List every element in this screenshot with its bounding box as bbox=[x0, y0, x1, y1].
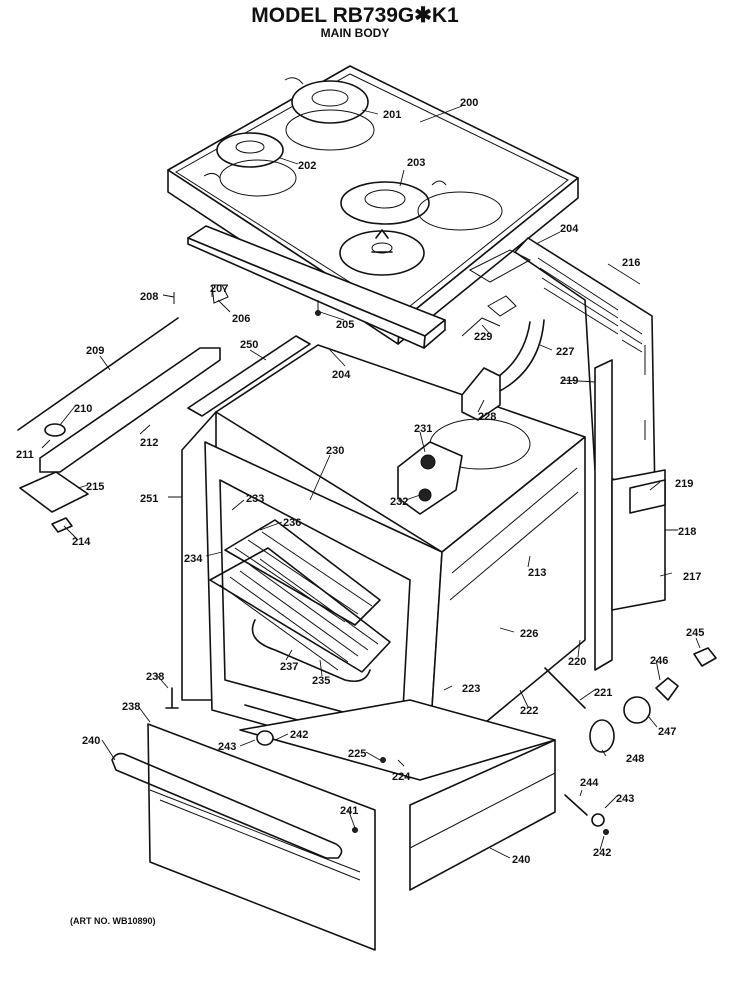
callout-218: 218 bbox=[678, 526, 696, 538]
right-hardware bbox=[165, 295, 717, 835]
callout-234: 234 bbox=[184, 553, 203, 565]
callout-labels: 200 201 202 203 204 204 205 206 207 208 … bbox=[16, 97, 704, 866]
callout-220: 220 bbox=[568, 656, 586, 668]
callout-211: 211 bbox=[16, 449, 34, 461]
model-title: MODEL RB739G✱K1 bbox=[251, 4, 459, 27]
oven-cavity bbox=[181, 319, 586, 771]
storage-drawer bbox=[111, 699, 556, 951]
callout-208: 208 bbox=[140, 291, 158, 303]
callout-242: 242 bbox=[593, 847, 611, 859]
cooktop-liner bbox=[187, 225, 446, 349]
callout-214: 214 bbox=[72, 536, 91, 548]
callout-240: 240 bbox=[512, 854, 530, 866]
callout-225: 225 bbox=[348, 748, 366, 760]
callout-232: 232 bbox=[390, 496, 408, 508]
callout-207: 207 bbox=[210, 283, 228, 295]
callout-248: 248 bbox=[626, 753, 644, 765]
callout-228: 228 bbox=[478, 411, 496, 423]
callout-205: 205 bbox=[336, 319, 354, 331]
callout-229: 229 bbox=[474, 331, 492, 343]
callout-217: 217 bbox=[683, 571, 701, 583]
oven-rack bbox=[209, 519, 391, 673]
callout-250: 250 bbox=[240, 339, 258, 351]
callout-240: 240 bbox=[82, 735, 100, 747]
callout-241: 241 bbox=[340, 805, 358, 817]
callout-204: 204 bbox=[332, 369, 351, 381]
callout-247: 247 bbox=[658, 726, 676, 738]
callout-213: 213 bbox=[528, 567, 546, 579]
diagram-subtitle: MAIN BODY bbox=[321, 26, 390, 40]
callout-203: 203 bbox=[407, 157, 425, 169]
callout-216: 216 bbox=[622, 257, 640, 269]
callout-221: 221 bbox=[594, 687, 612, 699]
callout-243: 243 bbox=[616, 793, 634, 805]
callout-243: 243 bbox=[218, 741, 236, 753]
callout-236: 236 bbox=[283, 517, 301, 529]
callout-244: 244 bbox=[580, 777, 599, 789]
callout-222: 222 bbox=[520, 705, 538, 717]
callout-233: 233 bbox=[246, 493, 264, 505]
callout-246: 246 bbox=[650, 655, 668, 667]
callout-212: 212 bbox=[140, 437, 158, 449]
callout-238: 238 bbox=[122, 701, 140, 713]
callout-235: 235 bbox=[312, 675, 330, 687]
callout-204: 204 bbox=[560, 223, 579, 235]
callout-201: 201 bbox=[383, 109, 401, 121]
callout-237: 237 bbox=[280, 661, 298, 673]
callout-206: 206 bbox=[232, 313, 250, 325]
callout-215: 215 bbox=[86, 481, 104, 493]
callout-200: 200 bbox=[460, 97, 478, 109]
art-number: (ART NO. WB10890) bbox=[70, 916, 156, 926]
callout-202: 202 bbox=[298, 160, 316, 172]
leader-lines bbox=[41, 105, 701, 859]
callout-219: 219 bbox=[675, 478, 693, 490]
callout-209: 209 bbox=[86, 345, 104, 357]
callout-230: 230 bbox=[326, 445, 344, 457]
callout-245: 245 bbox=[686, 627, 704, 639]
callout-242: 242 bbox=[290, 729, 308, 741]
callout-210: 210 bbox=[74, 403, 92, 415]
callout-226: 226 bbox=[520, 628, 538, 640]
left-hardware bbox=[17, 284, 311, 533]
callout-227: 227 bbox=[556, 346, 574, 358]
callout-219: 219 bbox=[560, 375, 578, 387]
callout-231: 231 bbox=[414, 423, 432, 435]
callout-224: 224 bbox=[392, 771, 411, 783]
callout-223: 223 bbox=[462, 683, 480, 695]
callout-238: 238 bbox=[146, 671, 164, 683]
callout-251: 251 bbox=[140, 493, 158, 505]
